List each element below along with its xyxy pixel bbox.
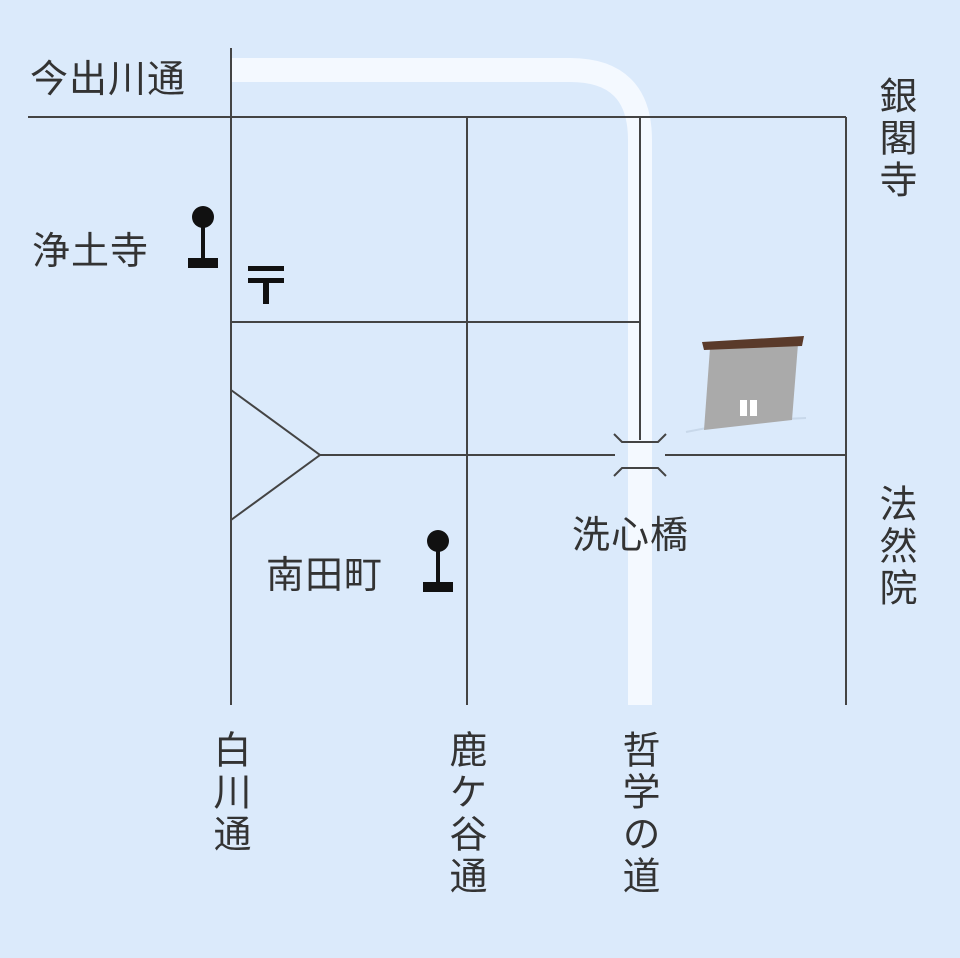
senshinbashi-label: 洗心橋	[572, 513, 690, 557]
bus-stop-icon	[188, 206, 218, 268]
bus-stop-icon	[423, 530, 453, 592]
shirakawa-dori-label: 白川通	[207, 730, 251, 856]
tetsugaku-no-michi-label: 哲学の道	[616, 730, 660, 898]
imadegawa-dori-label: 今出川通	[30, 57, 187, 101]
ginkakuji-label: 銀閣寺	[873, 76, 917, 202]
jodoji-bus-stop-label: 浄土寺	[32, 229, 150, 273]
post-office-icon	[248, 266, 284, 304]
honenin-label: 法然院	[873, 484, 917, 610]
building-icon	[685, 336, 807, 433]
shishigatani-dori-label: 鹿ケ谷通	[443, 730, 487, 898]
junction-triangle	[230, 389, 322, 521]
bridge-icon	[613, 433, 667, 477]
philosophers-path	[232, 58, 652, 705]
minamitacho-bus-stop-label: 南田町	[266, 553, 384, 597]
